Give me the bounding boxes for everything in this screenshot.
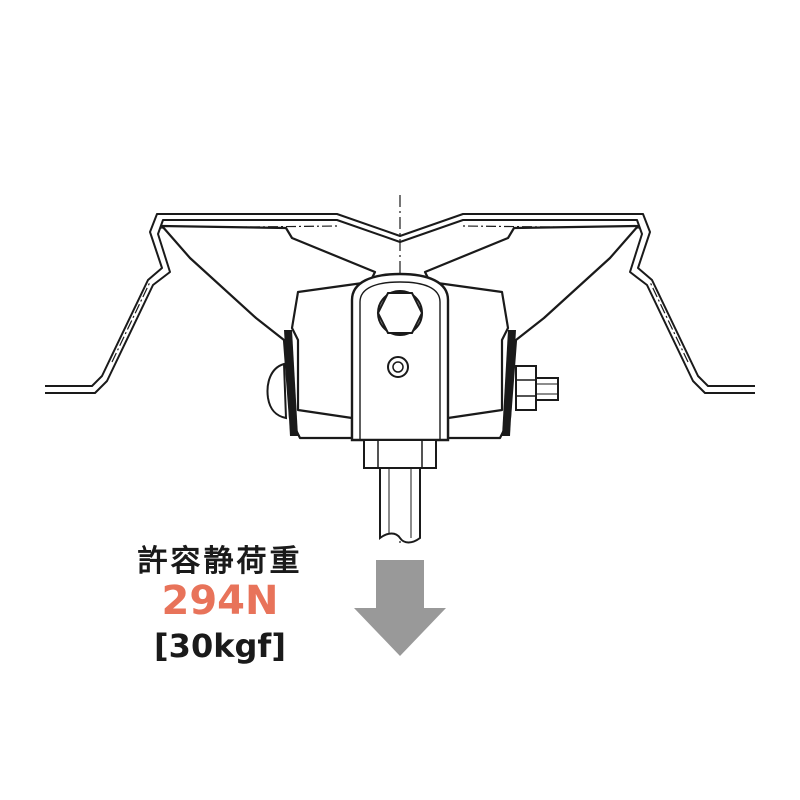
deck-hidden-line-right [462, 225, 689, 363]
hanging-rod [379, 467, 421, 544]
deck-plate-outline [45, 213, 755, 387]
down-arrow-icon [354, 560, 446, 656]
deck-hidden-line-left [111, 225, 338, 363]
load-value-newton: 294N [161, 578, 279, 624]
clamp-body-inner [359, 281, 441, 440]
hex-bolt [376, 290, 424, 336]
hanger-wing-right [423, 224, 640, 440]
side-flange-left [284, 330, 298, 436]
allowable-static-load-label: 許容静荷重 [137, 544, 303, 579]
load-value-kgf: [30kgf] [154, 627, 286, 665]
pin [387, 356, 409, 378]
side-bolt-head-left [266, 362, 288, 420]
side-flange-right [502, 330, 516, 436]
hanger-nut [363, 439, 437, 469]
hanger-wing-left [160, 224, 377, 440]
side-bolt-right [515, 365, 559, 411]
